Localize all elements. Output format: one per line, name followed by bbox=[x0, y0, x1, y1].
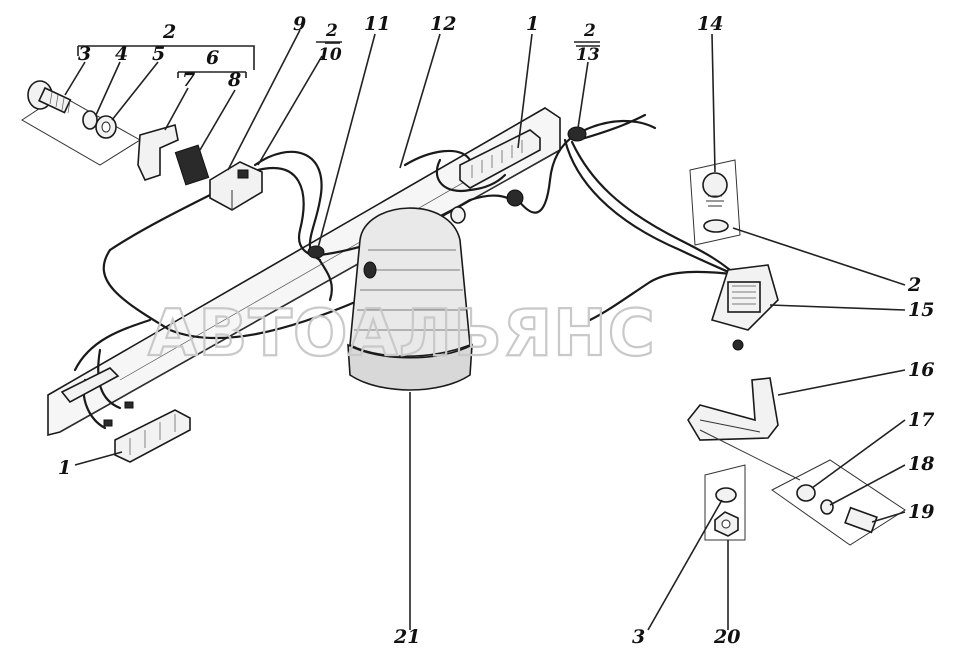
callout-2-10-numerator: 2 bbox=[325, 21, 338, 41]
callout-3-top: 3 bbox=[78, 43, 91, 65]
callout-1-top: 1 bbox=[526, 13, 539, 35]
callout-2-13-denominator: 13 bbox=[576, 45, 600, 65]
plug-fitting bbox=[450, 189, 524, 224]
hardware-group bbox=[699, 429, 906, 546]
beacon-lamp-21 bbox=[347, 207, 473, 630]
callout-4: 4 bbox=[115, 43, 128, 65]
grommet-11 bbox=[307, 245, 325, 259]
switch-assembly-15 bbox=[689, 159, 779, 351]
callout-15: 15 bbox=[908, 299, 934, 321]
callout-16: 16 bbox=[908, 359, 934, 381]
callout-12: 12 bbox=[430, 13, 456, 35]
callout-17: 17 bbox=[908, 409, 934, 431]
callout-5: 5 bbox=[152, 43, 165, 65]
callout-6: 6 bbox=[206, 47, 219, 69]
watermark: АВТОАЛЬЯНС bbox=[148, 297, 656, 371]
callout-19: 19 bbox=[908, 501, 934, 523]
callout-9: 9 bbox=[293, 13, 306, 35]
callout-8: 8 bbox=[227, 69, 241, 91]
bracket-clip-part-7 bbox=[137, 123, 179, 181]
mounting-panel bbox=[47, 107, 561, 437]
callout-21: 21 bbox=[393, 626, 420, 648]
callout-labels: 2 3 4 5 6 7 8 9 2 10 11 12 1 2 13 14 2 1… bbox=[58, 13, 934, 648]
grommet-13 bbox=[567, 126, 587, 142]
leader-lines bbox=[64, 29, 906, 631]
terminal-strip-lower bbox=[60, 367, 191, 463]
callout-1-bottom: 1 bbox=[58, 457, 71, 479]
pad-part-8 bbox=[174, 144, 210, 186]
callout-2-group: 2 bbox=[162, 21, 176, 43]
bracket-16 bbox=[687, 377, 779, 441]
callout-11: 11 bbox=[364, 13, 390, 35]
callout-7: 7 bbox=[182, 69, 195, 91]
terminal-strip-upper bbox=[459, 129, 541, 189]
callout-20: 20 bbox=[713, 626, 740, 648]
callout-2-13-numerator: 2 bbox=[583, 21, 596, 41]
callout-2-10-denominator: 10 bbox=[318, 45, 342, 65]
connector-block-9 bbox=[209, 161, 263, 211]
callout-3-bottom: 3 bbox=[632, 626, 645, 648]
callout-18: 18 bbox=[908, 453, 934, 475]
wiring-harness bbox=[73, 113, 742, 430]
bolt-washer-group bbox=[21, 80, 141, 166]
callout-14: 14 bbox=[697, 13, 723, 35]
callout-2-right: 2 bbox=[907, 274, 921, 296]
